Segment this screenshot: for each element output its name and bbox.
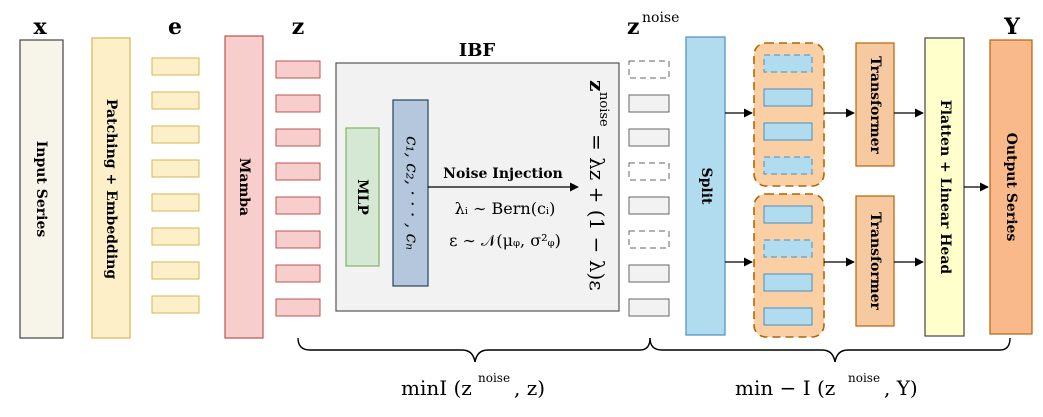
e-token bbox=[151, 295, 200, 314]
group2-token bbox=[763, 307, 813, 326]
z-noise-token-masked bbox=[628, 230, 670, 249]
z-token bbox=[275, 162, 321, 181]
label-x: x bbox=[33, 14, 47, 40]
bernoulli-formula: λᵢ ∼ Bern(cᵢ) bbox=[455, 199, 556, 218]
group1-token-masked bbox=[763, 156, 813, 175]
output-series-box bbox=[989, 39, 1033, 335]
z-noise-token-masked bbox=[628, 60, 670, 79]
group2-token bbox=[763, 273, 813, 292]
group2-token-masked bbox=[763, 239, 813, 258]
z-token bbox=[275, 128, 321, 147]
left-brace bbox=[297, 337, 651, 363]
mamba-box bbox=[224, 35, 264, 339]
e-token bbox=[151, 125, 200, 144]
flatten-head-label: Flatten + Linear Head bbox=[937, 100, 953, 275]
z-token bbox=[275, 196, 321, 215]
right-brace bbox=[649, 337, 1011, 363]
group1-token-masked bbox=[763, 54, 813, 73]
mlp-label: MLP bbox=[354, 179, 370, 215]
patching-embedding-box bbox=[91, 37, 131, 339]
token-group-1 bbox=[753, 42, 825, 187]
objective-left: minI (z noise , z) bbox=[401, 371, 545, 400]
ibf-title: IBF bbox=[459, 40, 496, 61]
embedding-tokens bbox=[151, 57, 200, 314]
mamba-label: Mamba bbox=[236, 158, 252, 216]
e-token bbox=[151, 159, 200, 178]
z-token bbox=[275, 94, 321, 113]
transformer-2-box bbox=[855, 195, 895, 327]
objective-left-main: minI (z bbox=[401, 376, 472, 400]
input-series-box bbox=[19, 39, 64, 339]
objective-right-main: min − I (z bbox=[735, 376, 835, 400]
z-noise-token-masked bbox=[628, 162, 670, 181]
objective-left-end: , z) bbox=[514, 376, 545, 400]
label-z: z bbox=[292, 14, 305, 40]
e-token bbox=[151, 91, 200, 110]
z-noise-token bbox=[628, 264, 670, 283]
objective-right-end: , Y) bbox=[884, 376, 918, 400]
input-series-label: Input Series bbox=[33, 141, 49, 238]
output-series-label: Output Series bbox=[1003, 133, 1019, 242]
group1-token bbox=[763, 88, 813, 107]
label-z-noise-base: z bbox=[627, 14, 640, 40]
transformer-2-label: Transformer bbox=[867, 212, 883, 310]
objective-left-sup: noise bbox=[478, 371, 510, 385]
e-token bbox=[151, 57, 200, 76]
e-token bbox=[151, 193, 200, 212]
z-tokens bbox=[275, 60, 321, 317]
z-noise-equation: z noise = λz + (1 − λ)ε bbox=[585, 80, 611, 291]
z-noise-equation-base: z bbox=[585, 80, 609, 91]
split-label: Split bbox=[698, 167, 714, 205]
token-group-2 bbox=[753, 193, 825, 338]
z-noise-token bbox=[628, 196, 670, 215]
label-e: e bbox=[168, 14, 182, 40]
z-noise-equation-rhs: = λz + (1 − λ)ε bbox=[585, 134, 609, 291]
z-noise-token bbox=[628, 94, 670, 113]
coefficients-box bbox=[392, 99, 429, 287]
label-z-noise: z noise bbox=[627, 10, 679, 40]
z-noise-token bbox=[628, 298, 670, 317]
e-token bbox=[151, 261, 200, 280]
objective-right: min − I (z noise , Y) bbox=[735, 371, 918, 400]
z-noise-tokens bbox=[628, 60, 670, 317]
coefficients-label: c₁, c₂, · · · , cₙ bbox=[402, 136, 422, 250]
transformer-1-label: Transformer bbox=[867, 56, 883, 154]
z-token bbox=[275, 230, 321, 249]
label-Y: Y bbox=[1003, 14, 1020, 40]
e-token bbox=[151, 227, 200, 246]
transformer-1-box bbox=[855, 42, 895, 167]
group2-token bbox=[763, 205, 813, 224]
group1-token bbox=[763, 122, 813, 141]
z-token bbox=[275, 60, 321, 79]
objective-right-sup: noise bbox=[848, 371, 880, 385]
noise-injection-label: Noise Injection bbox=[443, 166, 563, 182]
z-noise-token bbox=[628, 128, 670, 147]
z-noise-equation-sup: noise bbox=[596, 92, 611, 127]
label-z-noise-sup: noise bbox=[642, 10, 679, 26]
gaussian-formula: ε ∼ 𝒩(μᵩ, σ²ᵩ) bbox=[449, 231, 561, 250]
split-box bbox=[685, 36, 726, 336]
z-token bbox=[275, 264, 321, 283]
flatten-head-box bbox=[924, 37, 965, 337]
z-token bbox=[275, 298, 321, 317]
patching-embedding-label: Patching + Embedding bbox=[103, 99, 119, 279]
mlp-box bbox=[345, 127, 380, 267]
